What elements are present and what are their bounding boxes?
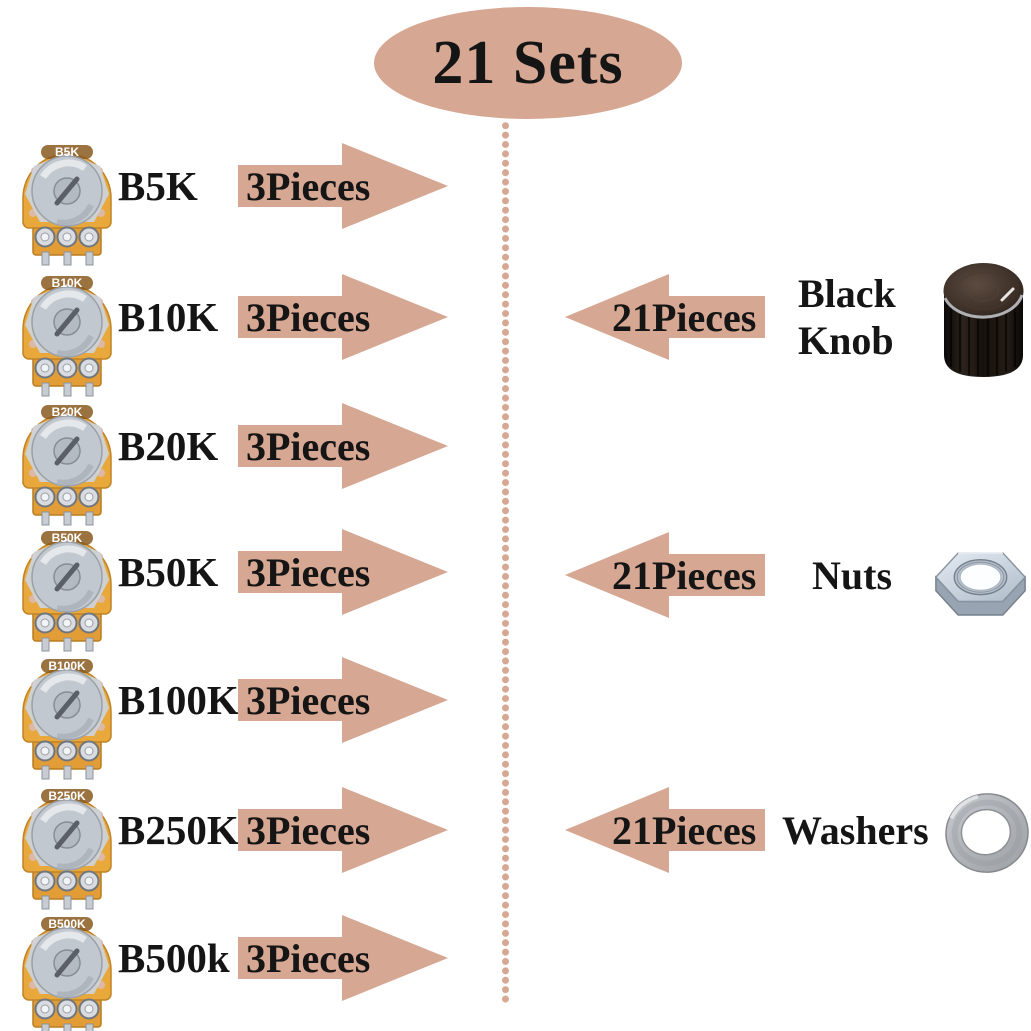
svg-text:B250K: B250K (48, 789, 86, 803)
quantity-label: 3Pieces (246, 423, 371, 469)
pot-value-label: B5K (118, 163, 198, 209)
accessory-row-black-knob: 21Pieces Black Knob (560, 251, 1031, 383)
arrow-right-icon: 3Pieces (238, 914, 450, 1002)
quantity-label: 21Pieces (612, 807, 757, 853)
arrow-right-icon: 3Pieces (238, 273, 450, 361)
svg-text:B100K: B100K (48, 659, 86, 673)
quantity-label: 21Pieces (612, 294, 757, 340)
arrow-right-icon: 3Pieces (238, 786, 450, 874)
svg-text:B20K: B20K (52, 405, 83, 419)
quantity-label: 3Pieces (246, 677, 371, 723)
pot-value-label: B10K (118, 294, 219, 340)
quantity-label: 3Pieces (246, 163, 371, 209)
pot-row-b5k: B5K B5K 3Pieces (0, 123, 470, 249)
pot-value-label: B20K (118, 423, 219, 469)
quantity-label: 3Pieces (246, 549, 371, 595)
quantity-label: 21Pieces (612, 552, 757, 598)
washer-image (942, 789, 1031, 877)
arrow-right-icon: 3Pieces (238, 142, 450, 230)
svg-text:B50K: B50K (52, 531, 83, 545)
arrow-left-icon: 21Pieces (563, 786, 765, 874)
svg-text:B5K: B5K (55, 145, 79, 159)
potentiometer-image: B100K (14, 654, 120, 780)
pot-value-label: B500k (118, 935, 230, 981)
accessory-label: Nuts (812, 552, 893, 598)
pot-row-b20k: B20K B20K 3Pieces (0, 383, 470, 509)
quantity-label: 3Pieces (246, 807, 371, 853)
potentiometer-image: B250K (14, 784, 120, 910)
accessory-label: Washers (782, 807, 929, 853)
pot-row-b500k: B500K B500k 3Pieces (0, 895, 470, 1021)
pot-row-b50k: B50K B50K 3Pieces (0, 509, 470, 635)
arrow-right-icon: 3Pieces (238, 656, 450, 744)
total-sets-badge: 21 Sets (374, 7, 682, 119)
pot-value-label: B50K (118, 549, 219, 595)
potentiometer-image: B5K (14, 140, 120, 266)
svg-text:B10K: B10K (52, 276, 83, 290)
total-sets-label: 21 Sets (432, 28, 624, 97)
arrow-right-icon: 3Pieces (238, 402, 450, 490)
arrow-left-icon: 21Pieces (563, 273, 765, 361)
hex-nut-image (932, 538, 1029, 628)
accessory-row-washers: 21Pieces Washers (560, 764, 1031, 896)
pot-row-b10k: B10K B10K 3Pieces (0, 254, 470, 380)
black-knob-image (936, 253, 1031, 385)
divider-dotted-line (501, 121, 510, 1003)
svg-text:B500K: B500K (48, 917, 86, 931)
potentiometer-image: B20K (14, 400, 120, 526)
potentiometer-image: B10K (14, 271, 120, 397)
potentiometer-image: B50K (14, 526, 120, 652)
accessory-label: Black Knob (798, 271, 896, 363)
accessory-row-nuts: 21Pieces Nuts (560, 509, 1031, 641)
quantity-label: 3Pieces (246, 935, 371, 981)
potentiometer-image: B500K (14, 912, 120, 1031)
pot-row-b100k: B100K B100K 3Pieces (0, 637, 470, 763)
pot-row-b250k: B250K B250K 3Pieces (0, 767, 470, 893)
arrow-left-icon: 21Pieces (563, 531, 765, 619)
quantity-label: 3Pieces (246, 294, 371, 340)
pot-value-label: B100K (118, 677, 239, 723)
arrow-right-icon: 3Pieces (238, 528, 450, 616)
pot-value-label: B250K (118, 807, 239, 853)
